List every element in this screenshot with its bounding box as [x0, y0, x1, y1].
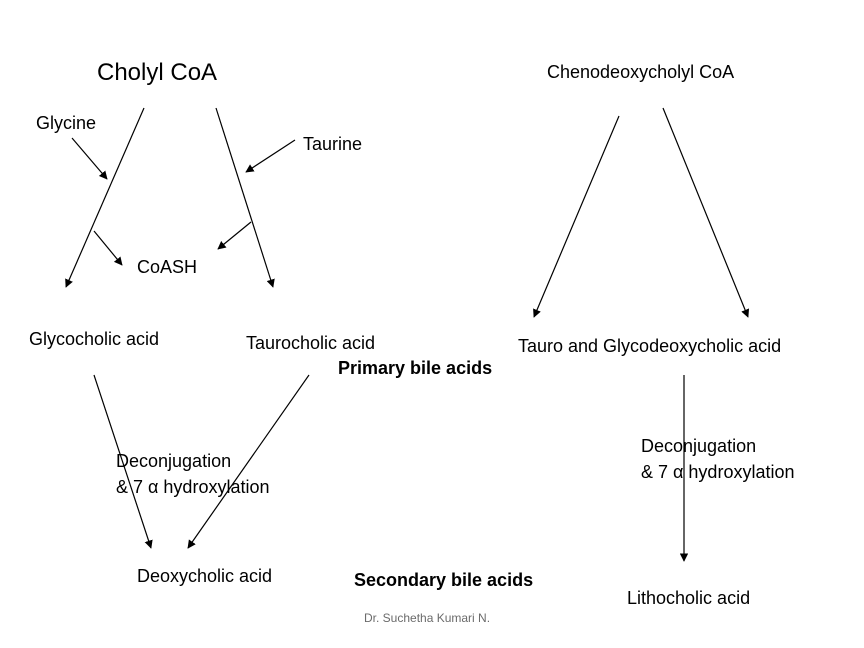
arrow-glycine-in — [71, 137, 108, 180]
label-hydroxylation-right: & 7 α hydroxylation — [641, 462, 795, 482]
node-lithocholic-acid: Lithocholic acid — [627, 588, 751, 608]
node-taurocholic-acid: Taurocholic acid — [246, 333, 376, 353]
arrow-cholyl-to-glycocholic — [65, 107, 145, 288]
label-hydroxylation-left: & 7 α hydroxylation — [116, 477, 270, 497]
label-coash: CoASH — [137, 257, 198, 277]
arrow-coash-out-left — [93, 230, 123, 266]
arrow-glycocholic-to-deoxycholic — [93, 374, 153, 549]
arrow-taurine-in — [245, 139, 296, 173]
label-deconjugation-left: Deconjugation — [116, 451, 232, 471]
arrow-coash-out-right — [217, 221, 252, 250]
arrow-taurocholic-to-deoxycholic — [187, 374, 310, 549]
label-primary-bile-acids: Primary bile acids — [338, 358, 493, 378]
arrow-cheno-right — [662, 107, 750, 318]
label-deconjugation-right: Deconjugation — [641, 436, 757, 456]
node-glycocholic-acid: Glycocholic acid — [29, 329, 160, 349]
node-cholyl-coa: Cholyl CoA — [97, 59, 218, 86]
label-secondary-bile-acids: Secondary bile acids — [354, 570, 534, 590]
node-chenodeoxycholyl-coa: Chenodeoxycholyl CoA — [547, 62, 735, 82]
footer-author: Dr. Suchetha Kumari N. — [364, 611, 491, 625]
arrow-cheno-left — [533, 115, 620, 318]
node-tauro-glycodeoxycholic-acid: Tauro and Glycodeoxycholic acid — [518, 336, 782, 356]
label-taurine: Taurine — [303, 134, 363, 154]
node-deoxycholic-acid: Deoxycholic acid — [137, 566, 273, 586]
arrow-cholyl-to-taurocholic — [215, 107, 275, 288]
label-glycine: Glycine — [36, 113, 97, 133]
